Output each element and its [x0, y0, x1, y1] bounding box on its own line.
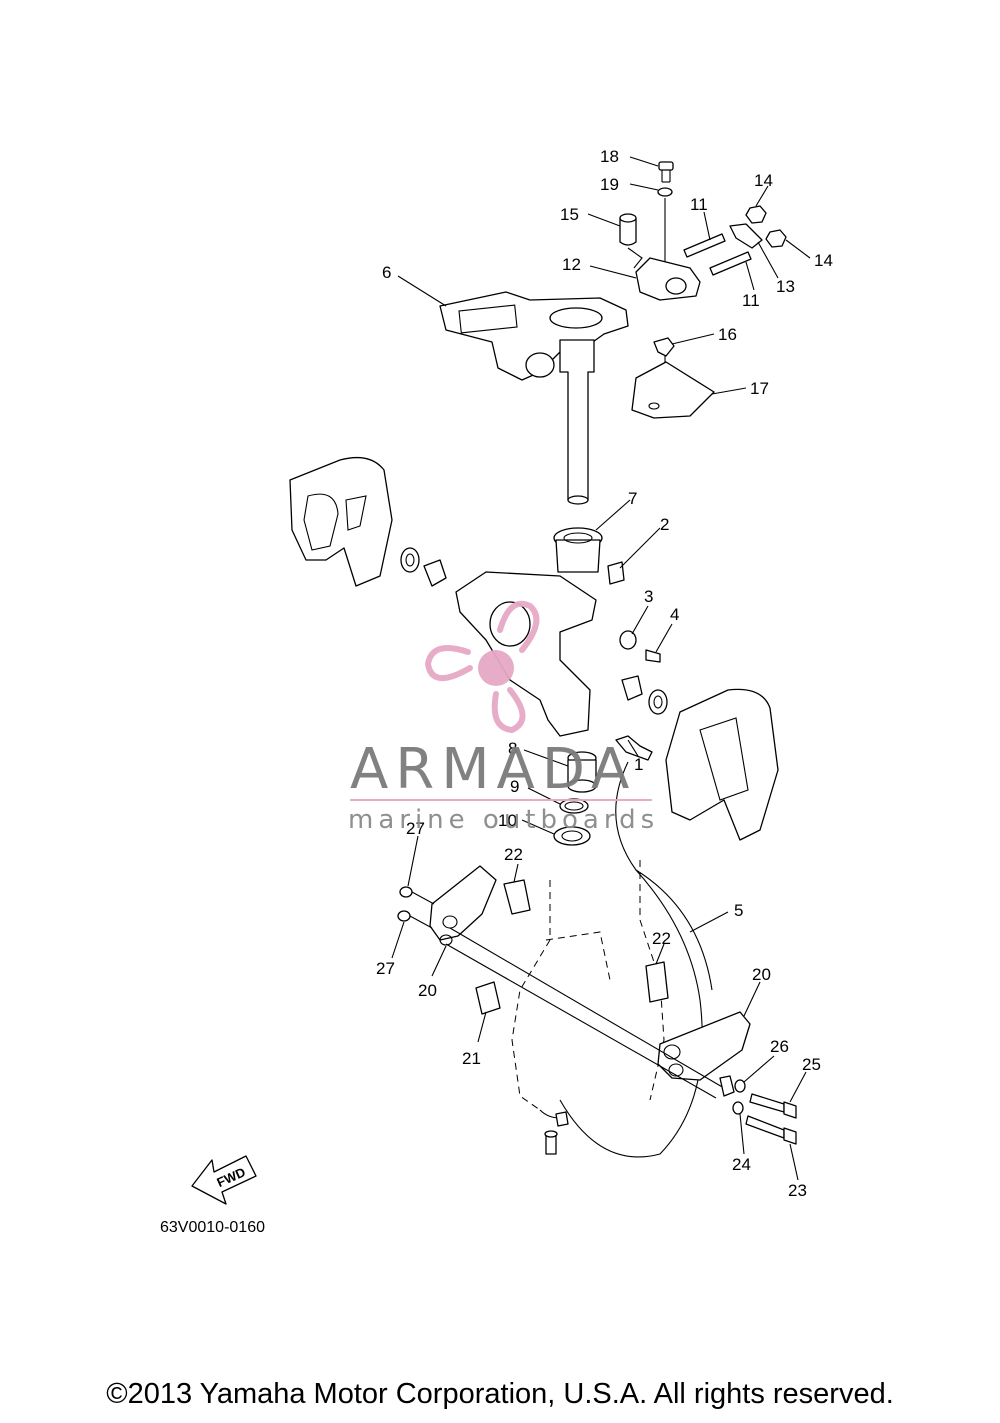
part-label: 24	[732, 1155, 751, 1174]
part-nut-14b	[765, 229, 787, 248]
part-label: 3	[644, 587, 653, 606]
lower-unit-outline	[511, 860, 665, 1111]
part-mount-rubber-22b	[645, 961, 669, 1003]
part-cable-5	[559, 761, 703, 1158]
part-nut-14a	[745, 205, 767, 224]
part-washer-24	[732, 1101, 744, 1115]
part-spacer-2	[607, 561, 625, 585]
part-clamp-20-right	[657, 1011, 751, 1081]
part-clip-16	[653, 337, 675, 357]
part-clamp-left	[289, 456, 393, 587]
part-washer-left	[400, 547, 420, 573]
part-label: 20	[418, 981, 437, 1000]
part-label: 16	[718, 325, 737, 344]
part-steering-shaft	[559, 339, 595, 505]
propeller-logo-icon	[424, 600, 540, 734]
part-label: 20	[752, 965, 771, 984]
part-label: 7	[628, 489, 637, 508]
part-label: 13	[776, 277, 795, 296]
part-washer-19	[657, 187, 673, 197]
part-bushing-right	[621, 675, 643, 701]
part-label: 5	[734, 901, 743, 920]
part-bushing-10	[553, 826, 591, 846]
part-label: 22	[652, 929, 671, 948]
part-plate-17	[631, 361, 715, 419]
diagram-code: 63V0010-0160	[160, 1219, 265, 1236]
part-label: 19	[600, 175, 619, 194]
part-bushing-7	[553, 527, 603, 573]
part-label: 12	[562, 255, 581, 274]
part-clamp-20-left	[429, 865, 497, 941]
part-bushing-8	[567, 751, 597, 793]
part-label: 26	[770, 1037, 789, 1056]
part-clamp-right	[665, 688, 779, 841]
part-mount-rubber-22a	[503, 879, 531, 915]
part-washer-26	[734, 1079, 746, 1093]
part-washer-right	[648, 689, 668, 715]
watermark-brand: ARMADA	[350, 737, 636, 802]
part-label: 6	[382, 263, 391, 282]
armada-watermark: ARMADA marine outboards	[348, 600, 659, 835]
fwd-arrow: FWD	[191, 1155, 257, 1205]
part-label: 9	[510, 777, 519, 796]
part-label: 21	[462, 1049, 481, 1068]
part-bolt-23	[745, 1115, 797, 1145]
part-label: 8	[508, 739, 517, 758]
part-label: 11	[742, 291, 760, 310]
part-label: 14	[754, 171, 773, 190]
part-bolt-18	[658, 161, 674, 183]
part-plate-13	[729, 223, 763, 249]
swivel-assembly	[289, 456, 779, 846]
part-bolt-25	[749, 1093, 797, 1119]
part-collar-3	[619, 630, 637, 650]
part-stud-11b	[709, 251, 752, 276]
part-label: 10	[498, 811, 517, 830]
part-bolt-27a	[399, 886, 435, 905]
watermark-tagline: marine outboards	[348, 805, 659, 835]
part-label: 15	[560, 205, 579, 224]
part-label: 2	[660, 515, 669, 534]
part-label: 17	[750, 379, 769, 398]
part-ground-lead-1	[615, 735, 653, 761]
copyright-notice: ©2013 Yamaha Motor Corporation, U.S.A. A…	[106, 1378, 894, 1410]
part-label: 11	[690, 195, 708, 214]
part-label: 14	[814, 251, 833, 270]
part-bolt-27b	[397, 910, 433, 929]
part-label: 18	[600, 147, 619, 166]
part-label: 27	[376, 959, 395, 978]
part-label: 25	[802, 1055, 821, 1074]
part-number-labels: 18 19 14 15 11 12 13 14 11 6 16 17 7 2 3…	[376, 147, 833, 1200]
lower-mount-assembly	[397, 761, 797, 1158]
part-stud-11a	[683, 233, 726, 258]
part-screw-4	[645, 649, 661, 663]
steering-bracket-assembly	[439, 161, 787, 505]
part-label: 27	[406, 819, 425, 838]
part-swivel-housing	[455, 571, 597, 737]
part-mount-12	[635, 257, 701, 301]
part-label: 1	[634, 755, 643, 774]
part-label: 22	[504, 845, 523, 864]
part-pin-15	[619, 213, 637, 246]
part-label: 4	[670, 605, 679, 624]
part-label: 23	[788, 1181, 807, 1200]
part-rubber-21	[475, 981, 501, 1015]
part-bushing-left	[423, 559, 447, 587]
leader-lines	[391, 156, 811, 1181]
